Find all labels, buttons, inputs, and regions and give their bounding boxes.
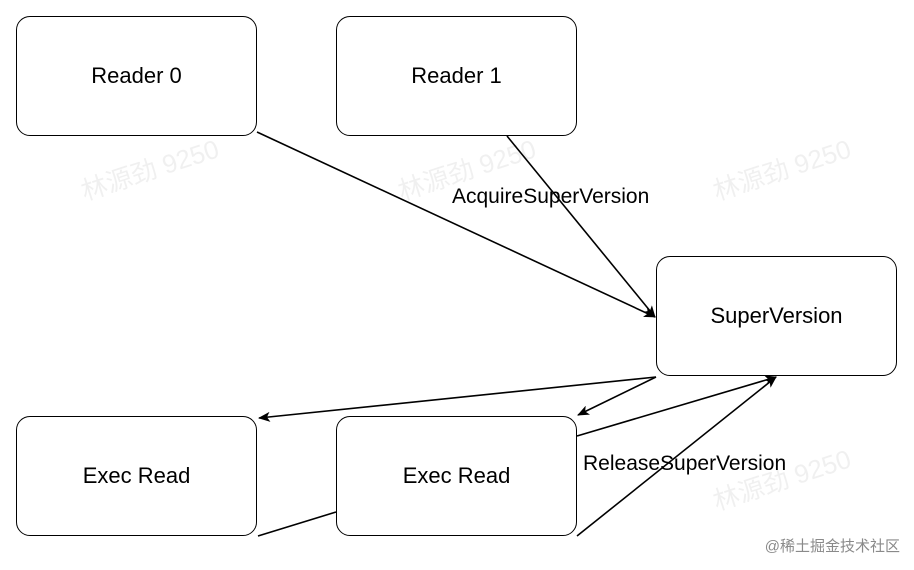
edge-exec0-to-superversion: [257, 511, 337, 537]
edge-exec1-to-superversion: [576, 376, 777, 537]
edge-superversion-to-exec1: [577, 376, 657, 416]
node-exec-read-0: Exec Read: [16, 416, 257, 536]
edge-label-release: ReleaseSuperVersion: [583, 452, 787, 475]
node-label: Reader 1: [411, 63, 502, 88]
node-reader-1: Reader 1: [336, 16, 577, 136]
node-superversion: SuperVersion: [656, 256, 897, 376]
edge-exec0-to-superversion-tail: [576, 375, 777, 437]
edge-reader0-to-superversion: [256, 131, 656, 318]
source-credit: @稀土掘金技术社区: [764, 538, 900, 555]
node-exec-read-1: Exec Read: [336, 416, 577, 536]
node-label: SuperVersion: [710, 303, 843, 328]
edge-reader1-to-superversion: [506, 135, 656, 318]
node-reader-0: Reader 0: [16, 16, 257, 136]
edge-label-acquire: AcquireSuperVersion: [452, 185, 650, 208]
node-label: Reader 0: [91, 63, 182, 88]
edge-superversion-to-exec0: [258, 376, 657, 422]
node-label: Exec Read: [402, 463, 511, 488]
node-label: Exec Read: [82, 463, 191, 488]
